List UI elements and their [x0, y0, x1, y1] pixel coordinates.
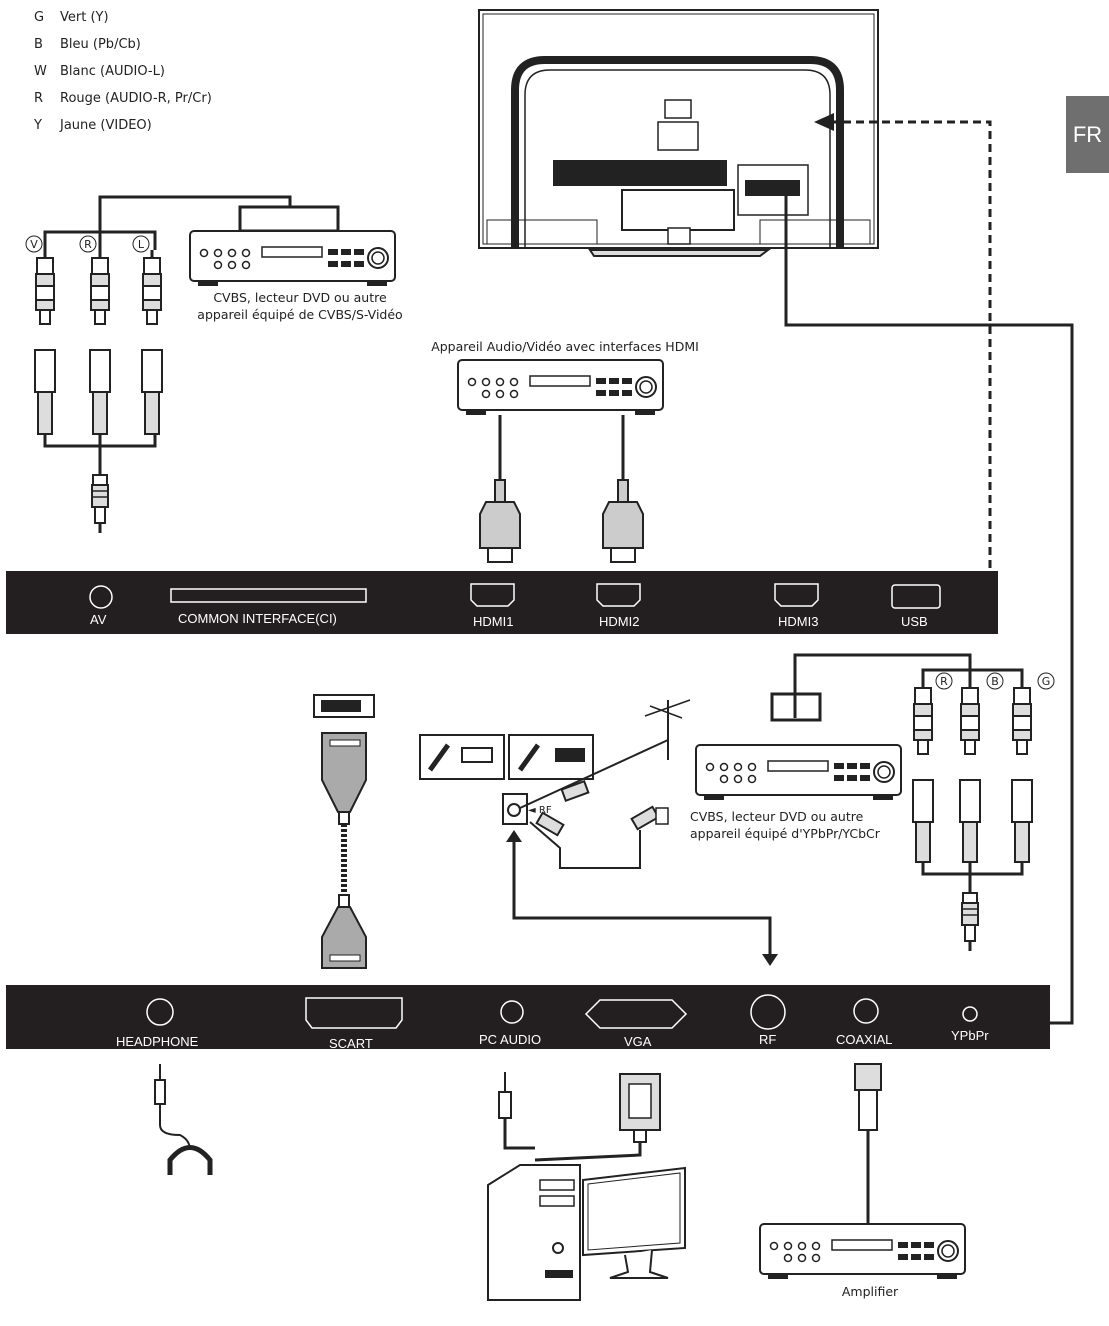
cvbs-device-caption: CVBS, lecteur DVD ou autre appareil équi…	[197, 290, 403, 322]
plug-letter-v: V	[30, 238, 38, 251]
label-coaxial: COAXIAL	[836, 1032, 893, 1047]
tv-back-illustration	[478, 9, 879, 257]
usb-dashed-link	[820, 120, 992, 568]
hdmi-device-caption: Appareil Audio/Vidéo avec interfaces HDM…	[431, 339, 699, 354]
label-hdmi3: HDMI3	[778, 614, 819, 629]
ci-slot	[170, 588, 367, 603]
amplifier-group	[759, 1063, 966, 1280]
plug-letter-b-ypbpr: B	[991, 675, 999, 688]
pc-audio-jack	[500, 1000, 524, 1024]
vga-port	[584, 999, 688, 1029]
hdmi2-port	[596, 583, 641, 607]
language-tab: FR	[1066, 96, 1109, 173]
plug-letter-g-ypbpr: G	[1042, 675, 1051, 688]
hdmi-device-group	[457, 359, 664, 563]
usb-port	[891, 584, 941, 609]
label-hdmi2: HDMI2	[599, 614, 640, 629]
label-hdmi1: HDMI1	[473, 614, 514, 629]
label-av: AV	[90, 612, 107, 627]
plug-letter-r: R	[84, 238, 92, 251]
plug-letter-r-ypbpr: R	[940, 675, 948, 688]
scart-cable	[313, 694, 375, 969]
label-vga: VGA	[624, 1034, 652, 1049]
ypbpr-cable-route	[784, 196, 1074, 1025]
coaxial-jack	[853, 998, 879, 1024]
hdmi1-port	[470, 583, 515, 607]
scart-port	[305, 997, 403, 1029]
rf-small-label: ◄ RF	[528, 805, 552, 816]
hdmi3-port	[774, 583, 819, 607]
label-ypbpr: YPbPr	[951, 1028, 989, 1043]
label-scart: SCART	[329, 1036, 373, 1051]
av-connection-group	[34, 195, 396, 535]
amplifier-caption: Amplifier	[841, 1284, 899, 1299]
label-usb: USB	[901, 614, 928, 629]
pc-illustration	[487, 1072, 686, 1301]
top-panel-ports	[6, 571, 998, 634]
av-jack	[89, 585, 113, 609]
label-common-interface: COMMON INTERFACE(CI)	[178, 611, 337, 626]
rf-jack	[750, 994, 786, 1030]
headphone-illustration	[154, 1064, 213, 1175]
rf-antenna-group	[419, 699, 778, 966]
label-headphone: HEADPHONE	[116, 1034, 199, 1049]
plug-letter-l: L	[138, 238, 145, 251]
bottom-panel-ports	[6, 985, 1050, 1049]
ypbpr-device-caption: CVBS, lecteur DVD ou autre appareil équi…	[690, 809, 880, 841]
headphone-jack	[146, 998, 174, 1026]
ypbpr-jack	[962, 1006, 978, 1022]
label-pc-audio: PC AUDIO	[479, 1032, 542, 1047]
ypbpr-device-group	[695, 653, 1033, 953]
label-rf: RF	[759, 1032, 777, 1047]
